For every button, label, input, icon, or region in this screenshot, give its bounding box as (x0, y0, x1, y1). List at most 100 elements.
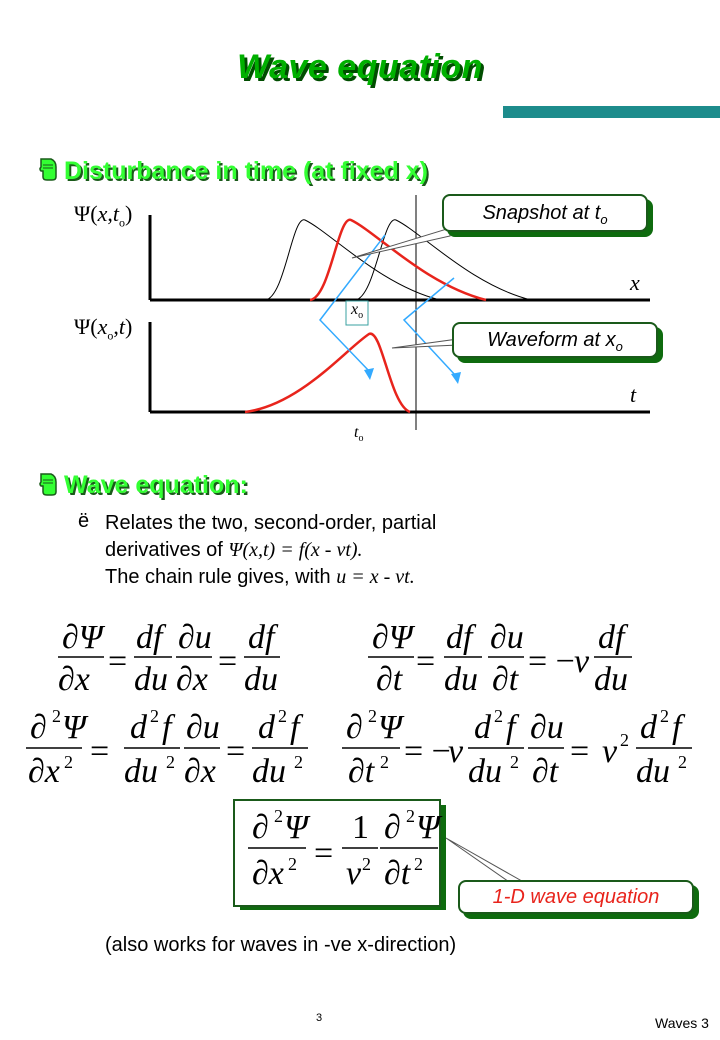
svg-text:2: 2 (660, 706, 669, 726)
svg-text:= −: = − (404, 733, 451, 770)
svg-text:df: df (446, 619, 477, 656)
waveform-pulse-curve (244, 332, 411, 414)
svg-text:du: du (124, 753, 158, 790)
svg-text:∂t: ∂t (348, 753, 376, 790)
svg-text:d: d (130, 709, 148, 746)
svg-text:∂u: ∂u (530, 709, 564, 746)
svg-text:df: df (136, 619, 167, 656)
svg-text:=: = (570, 733, 589, 770)
pointing-hand-icon (39, 473, 57, 496)
svg-text:∂: ∂ (346, 709, 363, 746)
svg-text:Ψ: Ψ (416, 809, 443, 846)
svg-text:=: = (90, 733, 109, 770)
waveform-callout: Waveform at xo (452, 322, 658, 358)
svg-text:∂: ∂ (252, 809, 269, 846)
wave-graph (148, 195, 650, 430)
svg-text:v: v (602, 733, 618, 770)
wave-eq-callout: 1-D wave equation (458, 880, 694, 914)
svg-text:∂x: ∂x (184, 753, 216, 790)
svg-text:Ψ: Ψ (62, 709, 89, 746)
svg-text:∂t: ∂t (532, 753, 560, 790)
svg-text:∂x: ∂x (252, 855, 284, 892)
mirror-arrow-right (402, 277, 457, 377)
subpoint-text: Relates the two, second-order, partial d… (105, 510, 436, 591)
svg-text:2: 2 (380, 752, 389, 772)
svg-text:2: 2 (414, 854, 423, 874)
svg-text:2: 2 (362, 854, 371, 874)
svg-text:=: = (218, 643, 237, 680)
title-underline-bar (503, 106, 720, 118)
svg-text:2: 2 (678, 752, 687, 772)
page-number: 3 (316, 1012, 323, 1024)
svg-text:du: du (468, 753, 502, 790)
svg-text:du: du (244, 661, 278, 698)
snapshot-pulse-curve (309, 218, 487, 302)
svg-text:v: v (346, 855, 362, 892)
svg-text:2: 2 (64, 752, 73, 772)
svg-text:∂: ∂ (30, 709, 47, 746)
to-label: to (354, 424, 364, 445)
negative-direction-note: (also works for waves in -ve x-direction… (105, 934, 457, 956)
svg-text:du: du (594, 661, 628, 698)
top-graph-label: Ψ(x,to) (74, 201, 133, 230)
svg-text:∂x: ∂x (58, 661, 90, 698)
bullet-wave-equation: Wave equation: (64, 471, 248, 499)
svg-text:2: 2 (368, 706, 377, 726)
svg-text:∂t: ∂t (376, 661, 404, 698)
xo-marker-box (345, 300, 369, 326)
svg-text:f: f (506, 709, 520, 746)
earlier-snapshot-curve (264, 219, 441, 301)
svg-text:=: = (226, 733, 245, 770)
svg-text:f: f (162, 709, 176, 746)
svg-text:2: 2 (288, 854, 297, 874)
svg-text:= −: = − (528, 643, 575, 680)
svg-text:2: 2 (294, 752, 303, 772)
snapshot-callout: Snapshot at to (442, 194, 648, 232)
svg-text:∂: ∂ (384, 809, 401, 846)
svg-text:=: = (108, 643, 127, 680)
svg-text:∂t: ∂t (384, 855, 412, 892)
wave-eq-pointer (445, 837, 522, 885)
later-snapshot-curve (354, 219, 532, 301)
svg-text:v: v (574, 643, 590, 680)
t-axis-label: t (630, 382, 637, 407)
svg-text:d: d (640, 709, 658, 746)
svg-text:f: f (672, 709, 686, 746)
svg-text:du: du (636, 753, 670, 790)
svg-text:=: = (416, 643, 435, 680)
bottom-graph-label: Ψ(xo,t) (74, 314, 133, 343)
svg-text:df: df (598, 619, 629, 656)
svg-text:du: du (134, 661, 168, 698)
subpoint-line2: derivatives of Ψ(x,t) = f(x - vt). (105, 539, 363, 561)
svg-text:2: 2 (274, 806, 283, 826)
footer-label: Waves 3 (655, 1015, 709, 1031)
svg-text:2: 2 (406, 806, 415, 826)
svg-text:2: 2 (278, 706, 287, 726)
svg-text:Ψ: Ψ (284, 809, 311, 846)
svg-text:=: = (314, 835, 333, 872)
svg-text:Ψ: Ψ (378, 709, 405, 746)
svg-text:2: 2 (166, 752, 175, 772)
x-axis-label: x (630, 270, 640, 295)
svg-text:∂Ψ: ∂Ψ (62, 619, 106, 656)
snapshot-pointer (351, 227, 451, 259)
script-e-bullet-icon: ë (78, 510, 90, 532)
svg-text:∂Ψ: ∂Ψ (372, 619, 416, 656)
svg-text:2: 2 (52, 706, 61, 726)
svg-text:2: 2 (510, 752, 519, 772)
svg-text:1: 1 (352, 809, 369, 846)
svg-text:∂u: ∂u (186, 709, 220, 746)
mirror-arrow-left (319, 234, 386, 373)
pointing-hand-icon (39, 158, 57, 181)
svg-text:2: 2 (494, 706, 503, 726)
svg-text:du: du (444, 661, 478, 698)
svg-text:d: d (258, 709, 276, 746)
svg-text:f: f (290, 709, 304, 746)
svg-text:du: du (252, 753, 286, 790)
